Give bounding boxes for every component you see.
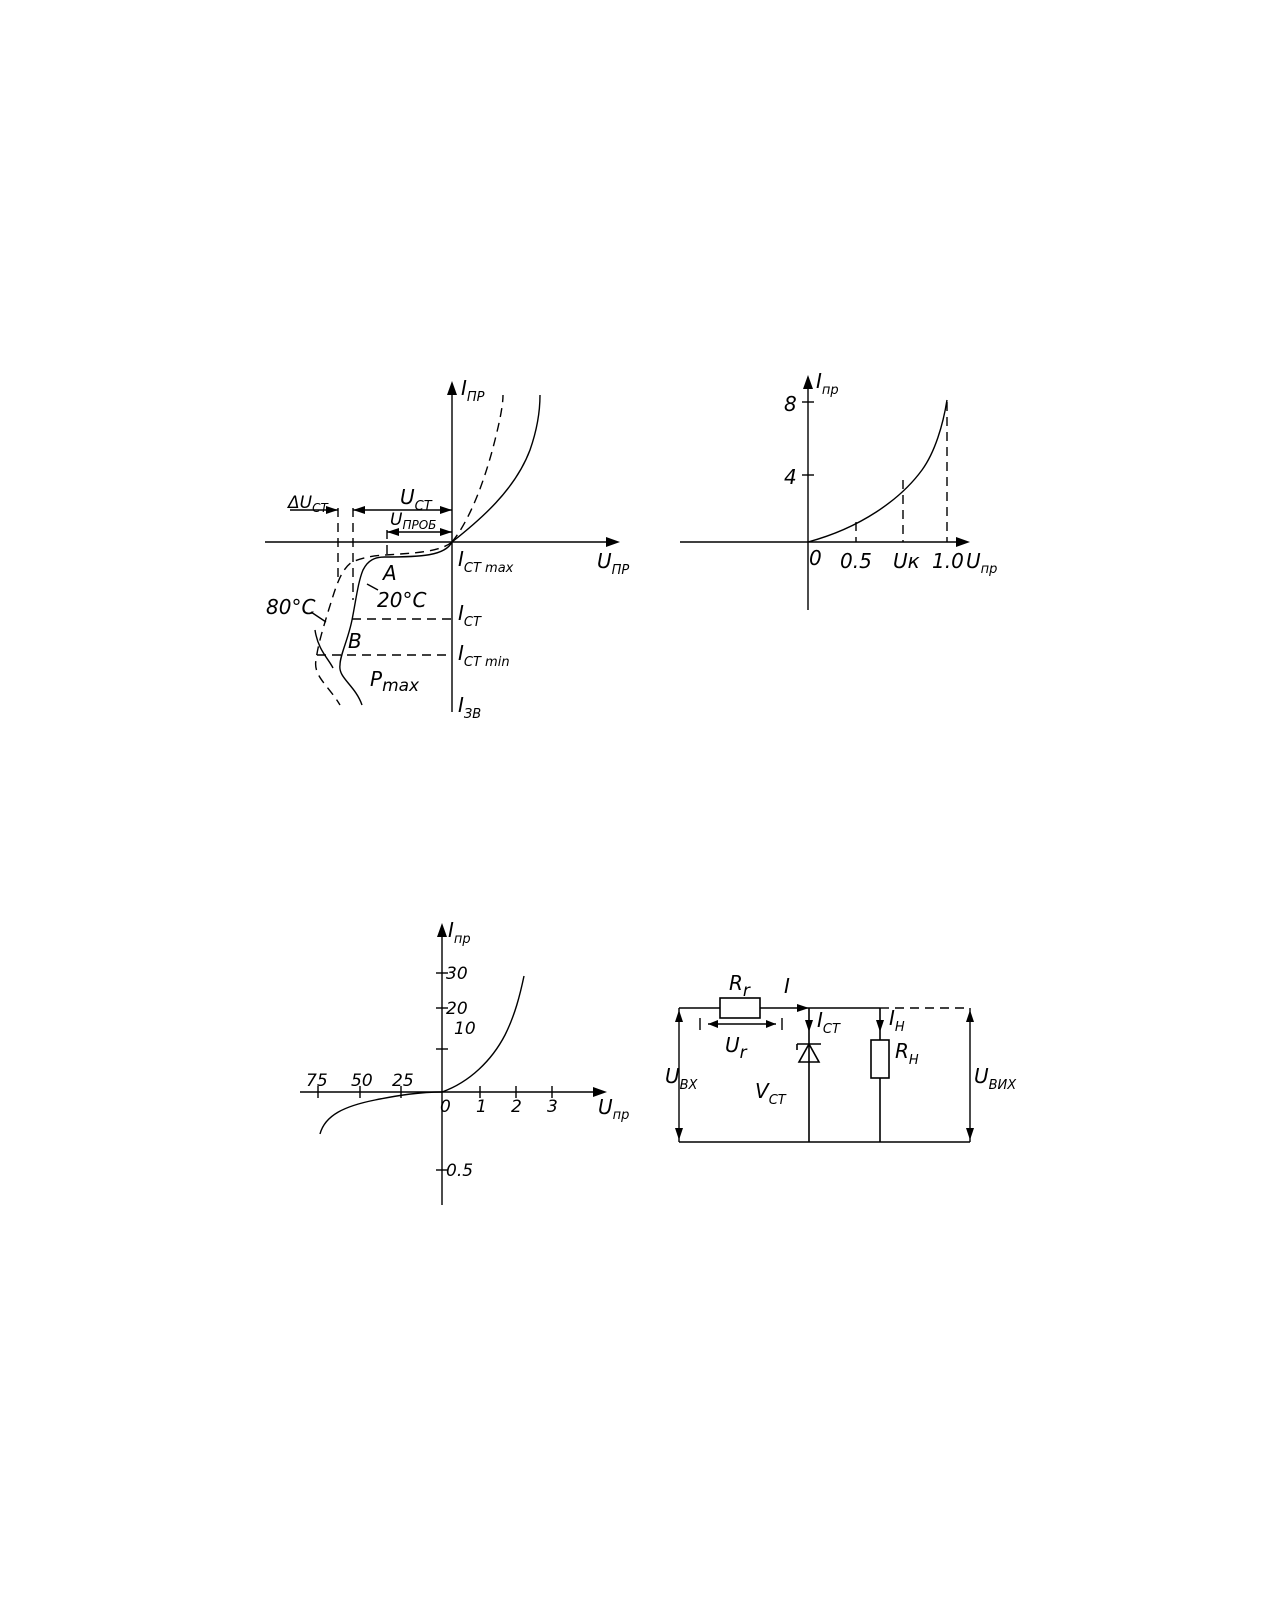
tick-label-50: 50 [351,1071,373,1091]
reverse-curve [319,1091,443,1135]
resistor-rg [719,997,761,1019]
figure-stabilizer-circuit: Rr I Ur ICT IH RH UBX VCT UВИХ [665,971,1017,1143]
reverse-curve-80c [314,541,453,706]
label-p-max: Pmax [370,667,420,696]
current-i-arrow [797,1004,809,1012]
current-ist-arrow [805,1020,813,1032]
current-ih-arrow [876,1020,884,1032]
label-point-a: A [381,561,397,585]
label-80c: 80°C [266,595,315,619]
forward-curve [807,399,948,543]
tick-label-1-0: 1.0 [932,549,964,573]
figure-forward-characteristic: Iпр 8 4 0 0.5 Uк 1.0 Uпр [680,369,997,610]
label-rg: Rr [729,971,751,1001]
tick-label-8: 8 [784,392,797,416]
label-i-st-max: ICT max [458,547,514,576]
leader-80c [310,611,327,623]
u-axis-arrow [956,537,970,547]
leader-20c [366,583,379,591]
figure-diode-characteristic: Iпр 30 20 10 0.5 75 50 25 0 1 2 3 Uпр [300,918,629,1205]
label-20c: 20°C [377,588,426,612]
tick-label-20: 20 [446,999,468,1019]
tick-label-25: 25 [392,1071,414,1091]
tick-label-4: 4 [784,465,797,489]
figure-zener-characteristic: IПР UПР ΔUCT UCT UПРОБ ICT max ICT ICT m… [265,376,629,722]
label-u-r: Ur [725,1033,748,1063]
forward-curve [441,975,525,1093]
label-u-vykh: UВИХ [974,1064,1017,1093]
label-delta-u-st: ΔUCT [286,493,329,515]
zener-diode-symbol [797,1042,821,1063]
label-i-h: IH [889,1006,905,1035]
label-i-st-min: ICT min [458,641,510,670]
label-i-st: ICT [817,1008,841,1037]
pmax-curve [314,629,334,669]
label-u-st: UCT [400,485,433,514]
label-u-pr: Uпр [966,549,997,577]
i-axis-arrow [803,375,813,389]
label-u-vx: UBX [665,1064,699,1093]
label-i-pr: Iпр [448,918,471,947]
tick-label-2: 2 [511,1097,522,1117]
label-u-pr: Uпр [598,1095,629,1123]
label-i-zv: IЗВ [458,693,481,722]
origin-label: 0 [440,1097,451,1117]
i-axis-arrow [447,381,457,395]
label-v-st: VCT [755,1079,787,1108]
tick-label-10: 10 [454,1019,476,1039]
tick-label-uk: Uк [893,549,920,573]
label-r-h: RH [895,1039,919,1068]
tick-label-75: 75 [306,1071,328,1091]
label-i-st: ICT [458,601,482,630]
tick-label-1: 1 [476,1097,487,1117]
forward-curve-20c [451,394,541,543]
label-current-i: I [784,974,790,998]
forward-curve-80c [451,394,504,543]
label-point-b: B [348,629,362,653]
reverse-curve-20c [339,541,453,706]
u-axis-arrow [593,1087,607,1097]
i-axis-arrow [437,923,447,937]
tick-label-0-5: 0.5 [840,549,872,573]
u-axis-arrow [606,537,620,547]
origin-label: 0 [809,546,822,570]
label-i-pr: Iпр [816,369,839,398]
label-i-pr: IПР [461,376,485,405]
tick-label-3: 3 [547,1097,558,1117]
tick-label-30: 30 [446,964,468,984]
label-u-pr: UПР [597,549,629,578]
label-u-prob: UПРОБ [390,510,436,532]
resistor-rh [870,1039,890,1079]
tick-label-neg: 0.5 [446,1161,473,1181]
